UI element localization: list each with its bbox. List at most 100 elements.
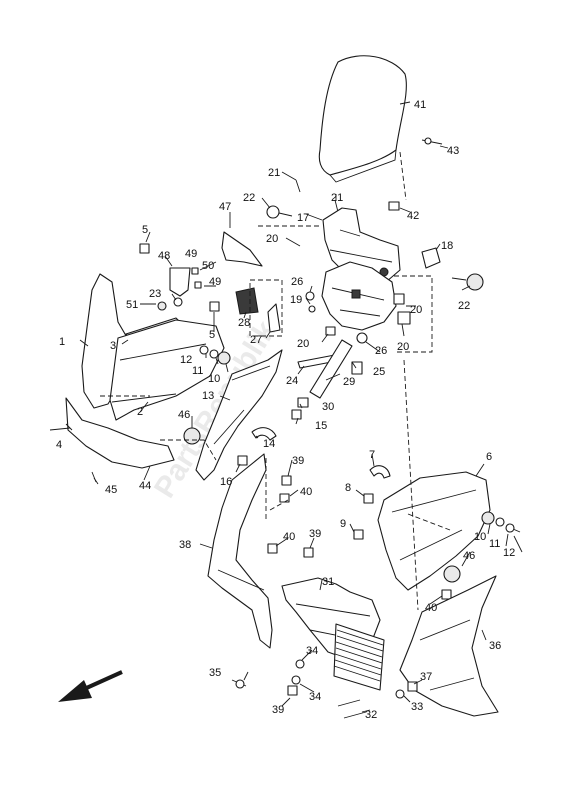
callout-16: 16: [220, 476, 232, 488]
washer-11-right: [495, 517, 505, 527]
grommet-46-right: [443, 565, 461, 583]
callout-39: 39: [272, 704, 284, 716]
callout-27: 27: [250, 334, 262, 346]
lower-panel-36: [399, 575, 499, 717]
bolt-12-left: [199, 345, 209, 355]
damper-28: [235, 287, 259, 315]
callout-39: 39: [309, 528, 321, 540]
grommet-10-right: [481, 511, 495, 525]
callout-26: 26: [291, 276, 303, 288]
callout-22: 22: [458, 300, 470, 312]
grommet-22: [266, 205, 280, 219]
callout-3: 3: [110, 340, 116, 352]
collar-19: [308, 305, 316, 313]
callout-46: 46: [463, 550, 475, 562]
callout-13: 13: [202, 390, 214, 402]
collar-26-lower: [356, 332, 368, 344]
callout-45: 45: [105, 484, 117, 496]
callout-38: 38: [179, 539, 191, 551]
meter-bracket-17: [322, 207, 401, 283]
callout-9: 9: [340, 518, 346, 530]
callout-40: 40: [425, 602, 437, 614]
lower-cover-44: [65, 397, 175, 469]
bolt-51: [157, 301, 167, 311]
callout-20: 20: [397, 341, 409, 353]
nut-40-lower: [267, 543, 278, 554]
callout-26: 26: [375, 345, 387, 357]
callout-29: 29: [343, 376, 355, 388]
grommet-22-right: [466, 273, 484, 291]
arrow-front-icon: [58, 670, 123, 702]
callout-4: 4: [56, 439, 62, 451]
callout-39: 39: [292, 455, 304, 467]
callout-51: 51: [126, 299, 138, 311]
callout-7: 7: [369, 449, 375, 461]
callout-12: 12: [503, 547, 515, 559]
clip-5-upper: [139, 243, 150, 254]
screw-32: [337, 699, 367, 719]
nut-42: [388, 201, 400, 211]
callout-34: 34: [306, 645, 318, 657]
grommet-10-left: [217, 351, 231, 365]
callout-2: 2: [137, 406, 143, 418]
callout-50: 50: [202, 260, 214, 272]
collar-34-upper: [295, 659, 305, 669]
nut-20-mid: [325, 326, 336, 336]
callout-11: 11: [192, 365, 203, 377]
clip-7: [369, 465, 391, 479]
screw-21-right: [334, 199, 339, 213]
callout-24: 24: [286, 375, 298, 387]
clamp-18: [421, 247, 441, 269]
callout-21: 21: [268, 167, 280, 179]
windscreen: [318, 55, 407, 176]
callout-20: 20: [410, 304, 422, 316]
callout-8: 8: [345, 482, 351, 494]
clip-5-lower: [209, 301, 220, 312]
nut-30: [297, 397, 309, 408]
callout-19: 19: [290, 294, 302, 306]
nut-15: [291, 409, 302, 420]
bracket-47: [221, 231, 263, 267]
nut-40-upper: [279, 493, 290, 503]
nut-16: [237, 455, 248, 466]
callout-30: 30: [322, 401, 334, 413]
callout-18: 18: [441, 240, 453, 252]
side-cowling-6: [377, 471, 491, 591]
callout-44: 44: [139, 480, 151, 492]
callout-31: 31: [322, 576, 334, 588]
screw-4: [49, 427, 71, 431]
callout-1: 1: [59, 336, 65, 348]
callout-41: 41: [414, 99, 426, 111]
callout-42: 42: [407, 210, 419, 222]
callout-46: 46: [178, 409, 190, 421]
bolt-33: [395, 689, 405, 699]
grommet-25: [351, 361, 363, 375]
callout-34: 34: [309, 691, 321, 703]
nut-39-mid: [303, 547, 314, 558]
callout-10: 10: [474, 531, 486, 543]
nut-40-right: [441, 589, 452, 600]
callout-32: 32: [365, 709, 377, 721]
callout-10: 10: [208, 373, 220, 385]
callout-40: 40: [283, 531, 295, 543]
callout-20: 20: [297, 338, 309, 350]
callout-14: 14: [263, 438, 275, 450]
callout-5: 5: [209, 329, 215, 341]
callout-6: 6: [486, 451, 492, 463]
callout-11: 11: [489, 538, 500, 550]
nut-8: [363, 493, 374, 504]
callout-12: 12: [180, 354, 192, 366]
nut-37: [407, 681, 418, 692]
radiator-grille: [333, 623, 385, 691]
nut-39-lower: [287, 685, 298, 696]
callout-20: 20: [266, 233, 278, 245]
stay-27: [267, 303, 281, 333]
callout-5: 5: [142, 224, 148, 236]
callout-43: 43: [447, 145, 459, 157]
callout-22: 22: [243, 192, 255, 204]
callout-40: 40: [300, 486, 312, 498]
inner-panel-38: [207, 453, 273, 649]
callout-33: 33: [411, 701, 423, 713]
clip-14: [251, 427, 277, 441]
